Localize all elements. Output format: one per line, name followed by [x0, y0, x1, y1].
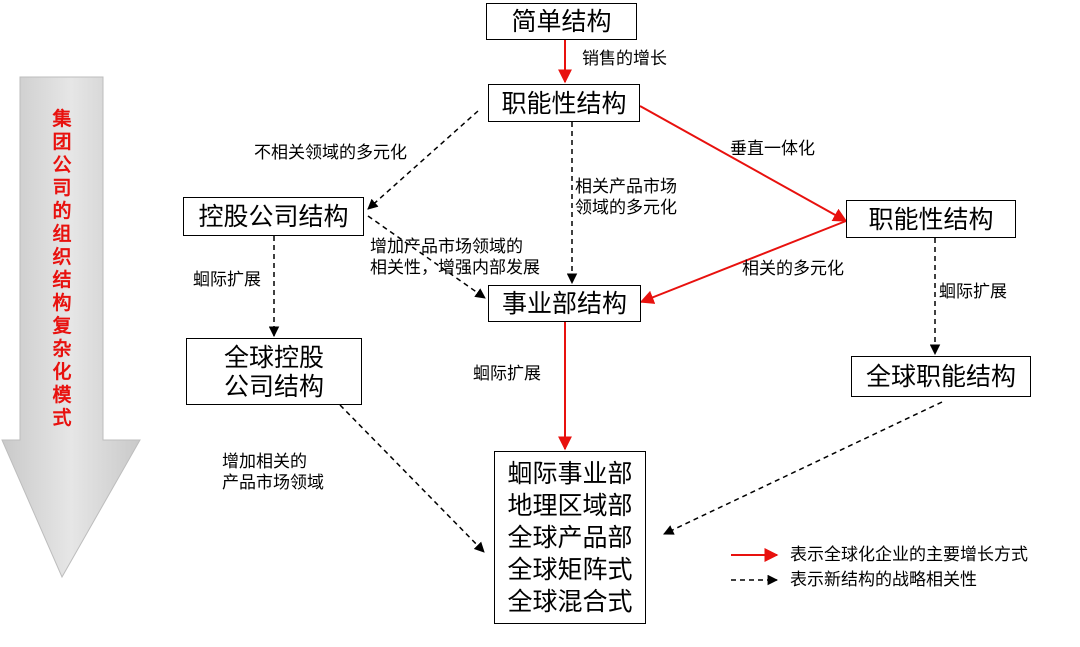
side-char: 式 [52, 407, 72, 429]
arrow-global-functional-to-final [663, 401, 943, 535]
side-char: 复 [52, 315, 72, 337]
box-simple-structure: 简单结构 [486, 3, 637, 40]
box-holding-company-structure: 控股公司结构 [183, 197, 364, 236]
side-char: 织 [52, 246, 72, 268]
label-unrelated-diversification: 不相关领域的多元化 [254, 143, 407, 163]
side-char: 司 [52, 177, 72, 199]
side-char: 模 [52, 384, 72, 406]
label-intl-expansion-right: 蛔际扩展 [939, 282, 1007, 302]
label-related-diversification: 相关的多元化 [742, 259, 844, 279]
arrow-functional-to-holding [367, 110, 479, 210]
arrow-functional-right-to-division [639, 220, 847, 304]
label-increase-related-markets: 增加相关的 产品市场领域 [222, 452, 324, 493]
box-global-holding-structure: 全球控股 公司结构 [186, 338, 362, 405]
label-related-product-market: 相关产品市场 领域的多元化 [575, 177, 677, 218]
box-functional-structure-top: 职能性结构 [488, 84, 640, 122]
arrow-holding-to-division [367, 215, 486, 299]
side-char: 集 [52, 108, 72, 130]
label-intl-expansion-left: 蛔际扩展 [193, 270, 261, 290]
side-char: 公 [52, 154, 72, 176]
arrow-functional-to-functional-right [639, 105, 848, 222]
side-char: 组 [52, 223, 72, 245]
box-global-forms: 蛔际事业部 地理区域部 全球产品部 全球矩阵式 全球混合式 [494, 451, 646, 624]
box-functional-structure-right: 职能性结构 [846, 200, 1016, 238]
side-char: 的 [52, 200, 72, 222]
legend-dashed-text: 表示新结构的战略相关性 [790, 570, 977, 590]
side-char: 构 [52, 292, 72, 314]
label-intl-expansion-center: 蛔际扩展 [473, 364, 541, 384]
box-division-structure: 事业部结构 [488, 285, 641, 322]
side-char: 结 [52, 269, 72, 291]
label-sales-growth: 销售的增长 [582, 49, 667, 69]
side-char: 杂 [52, 338, 72, 360]
legend-solid-text: 表示全球化企业的主要增长方式 [790, 545, 1028, 565]
side-char: 化 [52, 361, 72, 383]
complexity-arrow [1, 76, 141, 579]
side-char: 团 [52, 131, 72, 153]
side-caption: 集 团 公 司 的 组 织 结 构 复 杂 化 模 式 [45, 108, 79, 430]
label-vertical-integration: 垂直一体化 [730, 139, 815, 159]
arrow-global-holding-to-final [339, 404, 485, 553]
label-increase-relatedness: 增加产品市场领域的 相关性，增强内部发展 [370, 237, 540, 278]
box-global-functional-structure: 全球职能结构 [851, 356, 1031, 397]
